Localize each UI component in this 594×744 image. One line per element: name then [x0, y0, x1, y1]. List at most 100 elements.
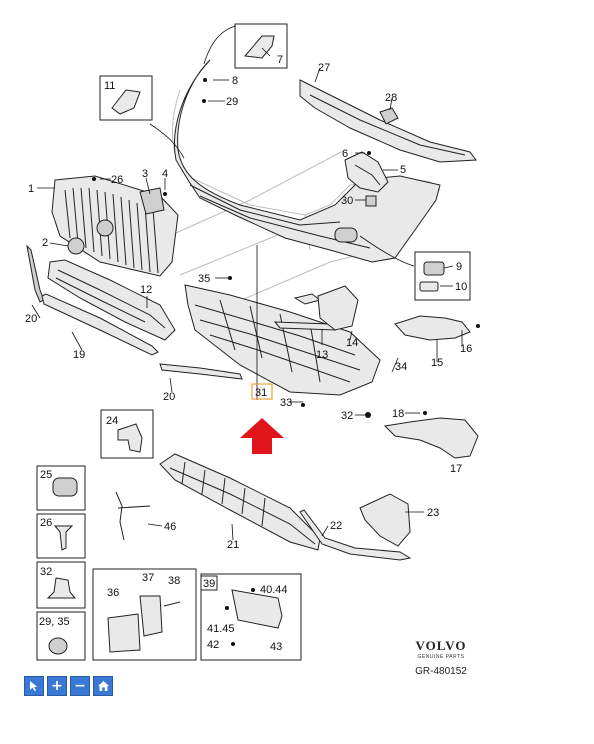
- callout-16: 16: [460, 343, 472, 355]
- bracket-46: [115, 491, 151, 541]
- callout-23: 23: [427, 507, 439, 519]
- callout-32b: 32: [40, 566, 52, 578]
- callout-12: 12: [140, 284, 152, 296]
- callout-34: 34: [395, 361, 407, 373]
- callout-10: 10: [455, 281, 467, 293]
- callout-13: 13: [316, 349, 328, 361]
- bracket-15: [394, 315, 471, 341]
- callout-3: 3: [142, 168, 148, 180]
- callout-8: 8: [232, 75, 238, 87]
- side-grille-23: [359, 493, 411, 547]
- lower-bumper-panel: [159, 453, 321, 551]
- trim-strip-19: [41, 293, 159, 356]
- part-9: [423, 261, 445, 276]
- callout-20b: 20: [163, 391, 175, 403]
- plug-2: [67, 237, 85, 255]
- callout-29-35: 29, 35: [39, 616, 70, 628]
- upper-beam: [299, 79, 477, 163]
- viewer-toolbar: + −: [24, 676, 113, 696]
- bracket-5: [344, 151, 389, 193]
- callout-43: 43: [270, 641, 282, 653]
- clip-26: [53, 525, 74, 551]
- callout-25: 25: [40, 469, 52, 481]
- callout-14: 14: [346, 337, 358, 349]
- callout-19: 19: [73, 349, 85, 361]
- callout-22: 22: [330, 520, 342, 532]
- red-pointer-arrow: [240, 418, 284, 454]
- part-25: [52, 477, 78, 497]
- home-button[interactable]: [93, 676, 113, 696]
- callout-39: 39: [203, 578, 215, 590]
- callout-28: 28: [385, 92, 397, 104]
- genuine-parts-tagline: GENUINE PARTS: [417, 654, 465, 660]
- volvo-branding: VOLVO GENUINE PARTS GR-480152: [406, 638, 476, 677]
- callout-15: 15: [431, 357, 443, 369]
- callout-46: 46: [164, 521, 176, 533]
- callout-26b: 26: [40, 517, 52, 529]
- callout-35: 35: [198, 273, 210, 285]
- tow-hook-cover-opening: [334, 227, 358, 243]
- detail-box-9-10: [414, 251, 471, 301]
- zoom-out-icon: −: [74, 678, 86, 694]
- callout-42: 42: [207, 639, 219, 651]
- callout-4: 4: [162, 168, 168, 180]
- lower-grille: [47, 259, 176, 341]
- bracket-3: [139, 187, 165, 215]
- callout-36: 36: [107, 587, 119, 599]
- zoom-in-button[interactable]: +: [47, 676, 67, 696]
- box-39-tag: [200, 575, 218, 591]
- callout-11: 11: [104, 80, 115, 92]
- leader-9: [359, 235, 415, 267]
- clip-29-35: [48, 637, 68, 655]
- clip-30: [365, 195, 377, 207]
- callout-26a: 26: [111, 174, 123, 186]
- zoom-out-button[interactable]: −: [70, 676, 90, 696]
- callout-5: 5: [400, 164, 406, 176]
- leader-7: [203, 25, 237, 65]
- callout-31: 31: [255, 387, 267, 399]
- callout-labels: 1 2 3 4 5 6 7 8 9 10 11 12 13 14 15 16 1…: [25, 54, 472, 653]
- callout-38: 38: [168, 575, 180, 587]
- callout-24: 24: [106, 415, 118, 427]
- volvo-emblem: [96, 219, 114, 237]
- callout-27: 27: [318, 62, 330, 74]
- callout-7: 7: [277, 54, 283, 66]
- callout-30: 30: [341, 195, 353, 207]
- bumper-cover: [174, 59, 441, 263]
- callout-18: 18: [392, 408, 404, 420]
- nut-32: [46, 577, 77, 599]
- side-grille-14: [317, 285, 359, 331]
- callout-29: 29: [226, 96, 238, 108]
- bracket-7: [244, 35, 275, 59]
- cursor-button[interactable]: [24, 676, 44, 696]
- zoom-in-icon: +: [51, 678, 63, 694]
- callout-2: 2: [42, 237, 48, 249]
- bracket-24: [117, 423, 143, 453]
- callout-20a: 20: [25, 313, 37, 325]
- splash-shield: [184, 284, 381, 396]
- highlight-box-31: [251, 383, 273, 400]
- callout-40-44: 40.44: [260, 584, 288, 596]
- clip-13a: [293, 293, 322, 305]
- trim-strip-22: [299, 509, 412, 561]
- callout-37: 37: [142, 572, 154, 584]
- camera-36: [107, 613, 141, 653]
- cursor-icon: [30, 681, 38, 691]
- volvo-logo: VOLVO: [415, 638, 467, 653]
- diagram-reference: GR-480152: [415, 666, 467, 677]
- callout-33: 33: [280, 397, 292, 409]
- callout-9: 9: [456, 261, 462, 273]
- callout-1: 1: [28, 183, 34, 195]
- part-10: [419, 281, 439, 292]
- screw-38: [163, 601, 181, 607]
- license-bracket-43: [231, 589, 283, 629]
- bracket-37: [139, 595, 163, 637]
- callout-6: 6: [342, 148, 348, 160]
- trim-strip-20: [159, 363, 243, 380]
- bracket-28: [379, 107, 399, 125]
- leader-lines: [31, 47, 463, 541]
- fog-frame-17: [383, 417, 479, 459]
- trim-strip-20-left: [26, 244, 45, 303]
- callout-32a: 32: [341, 410, 353, 422]
